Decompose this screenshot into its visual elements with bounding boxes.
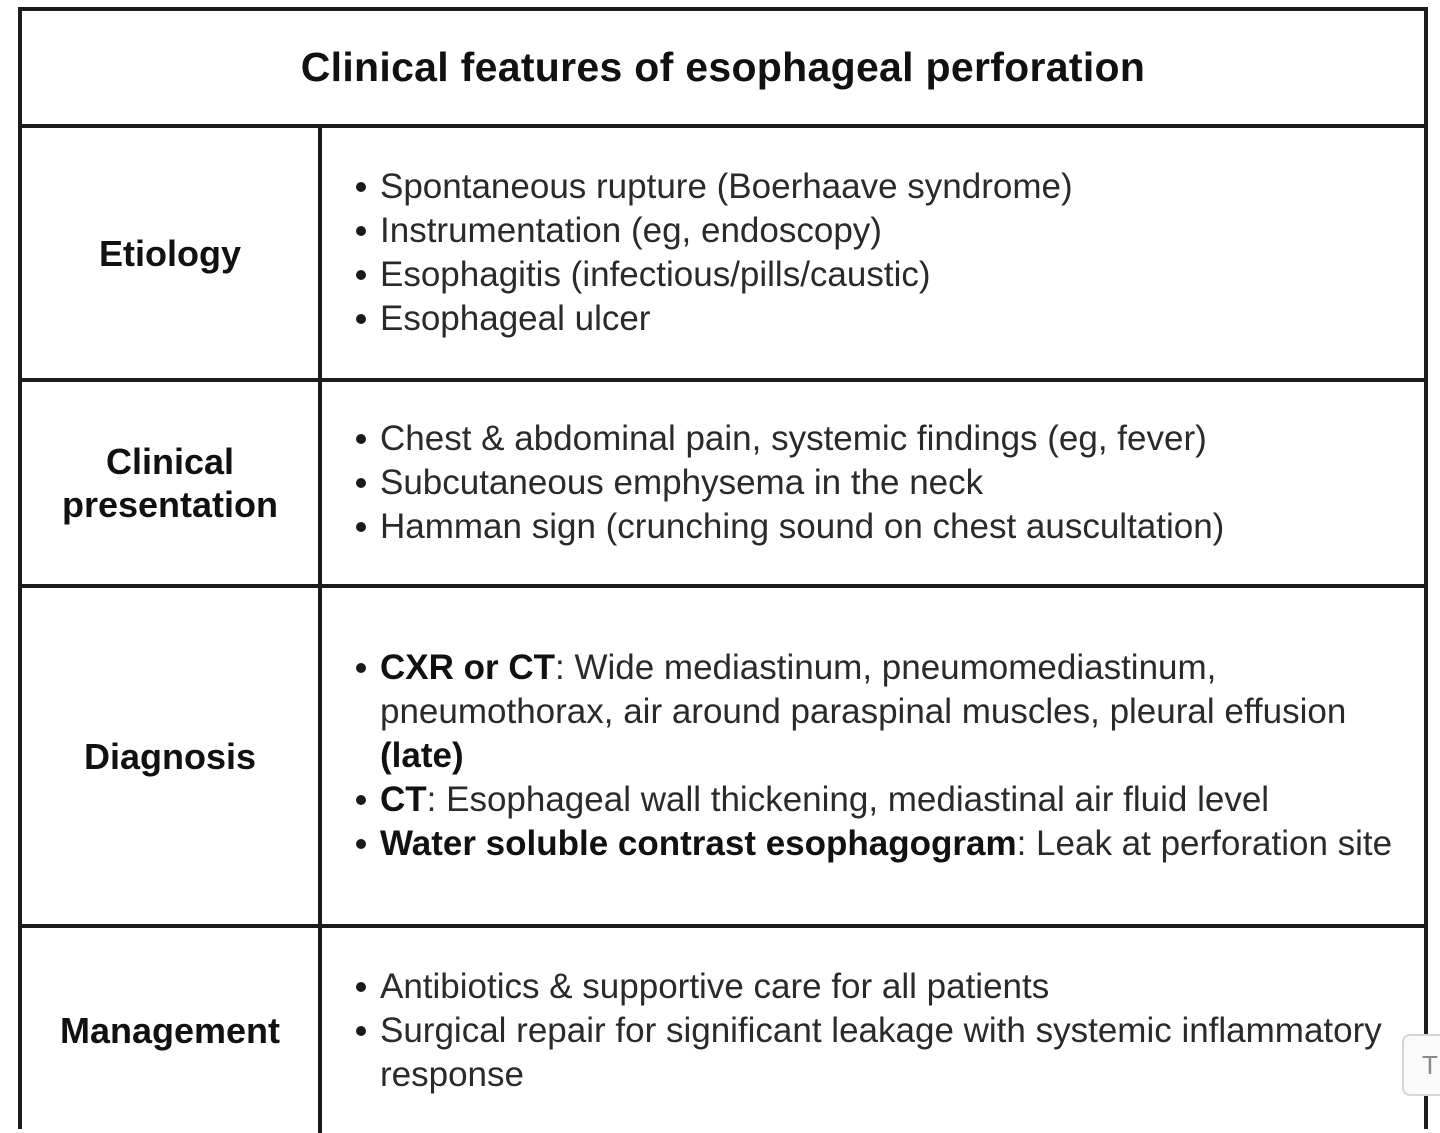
- row-content-management: Antibiotics & supportive care for all pa…: [322, 928, 1424, 1133]
- row-label-management: Management: [22, 928, 322, 1133]
- list-item: Esophagitis (infectious/pills/caustic): [354, 253, 1410, 297]
- row-etiology: Etiology Spontaneous rupture (Boerhaave …: [22, 128, 1424, 382]
- row-clinical-presentation: Clinical presentation Chest & abdominal …: [22, 382, 1424, 588]
- list-item: Water soluble contrast esophagogram: Lea…: [354, 822, 1410, 866]
- bullet-list: CXR or CT: Wide mediastinum, pneumomedia…: [354, 646, 1410, 866]
- bullet-icon: [356, 314, 366, 324]
- list-item: Instrumentation (eg, endoscopy): [354, 209, 1410, 253]
- row-content-diagnosis: CXR or CT: Wide mediastinum, pneumomedia…: [322, 588, 1424, 924]
- list-item: Chest & abdominal pain, systemic finding…: [354, 417, 1410, 461]
- bullet-icon: [356, 182, 366, 192]
- bullet-icon: [356, 270, 366, 280]
- row-diagnosis: Diagnosis CXR or CT: Wide mediastinum, p…: [22, 588, 1424, 928]
- list-item: CT: Esophageal wall thickening, mediasti…: [354, 778, 1410, 822]
- list-item: CXR or CT: Wide mediastinum, pneumomedia…: [354, 646, 1410, 778]
- bullet-icon: [356, 981, 366, 992]
- bullet-icon: [356, 795, 366, 805]
- list-item: Subcutaneous emphysema in the neck: [354, 461, 1410, 505]
- row-label-diagnosis: Diagnosis: [22, 588, 322, 924]
- bullet-icon: [356, 478, 366, 488]
- list-item: Esophageal ulcer: [354, 297, 1410, 341]
- list-item: Surgical repair for significant leakage …: [354, 1009, 1410, 1097]
- bullet-list: Antibiotics & supportive care for all pa…: [354, 965, 1410, 1097]
- list-item: Hamman sign (crunching sound on chest au…: [354, 505, 1410, 549]
- row-content-etiology: Spontaneous rupture (Boerhaave syndrome)…: [322, 128, 1424, 378]
- bullet-icon: [356, 839, 366, 849]
- list-item: Antibiotics & supportive care for all pa…: [354, 965, 1410, 1009]
- table-title-row: Clinical features of esophageal perforat…: [22, 11, 1424, 128]
- row-label-clinical-presentation: Clinical presentation: [22, 382, 322, 584]
- features-table: Clinical features of esophageal perforat…: [18, 7, 1428, 1133]
- bullet-icon: [356, 1025, 366, 1036]
- table-title: Clinical features of esophageal perforat…: [300, 44, 1146, 90]
- bullet-icon: [356, 663, 366, 673]
- list-item: Spontaneous rupture (Boerhaave syndrome): [354, 165, 1410, 209]
- bullet-list: Spontaneous rupture (Boerhaave syndrome)…: [354, 165, 1410, 341]
- bullet-icon: [356, 522, 366, 532]
- bullet-list: Chest & abdominal pain, systemic finding…: [354, 417, 1410, 549]
- edge-tab-button[interactable]: T: [1402, 1034, 1440, 1096]
- bullet-icon: [356, 226, 366, 236]
- row-label-etiology: Etiology: [22, 128, 322, 378]
- row-management: Management Antibiotics & supportive care…: [22, 928, 1424, 1133]
- bullet-icon: [356, 434, 366, 444]
- row-content-clinical-presentation: Chest & abdominal pain, systemic finding…: [322, 382, 1424, 584]
